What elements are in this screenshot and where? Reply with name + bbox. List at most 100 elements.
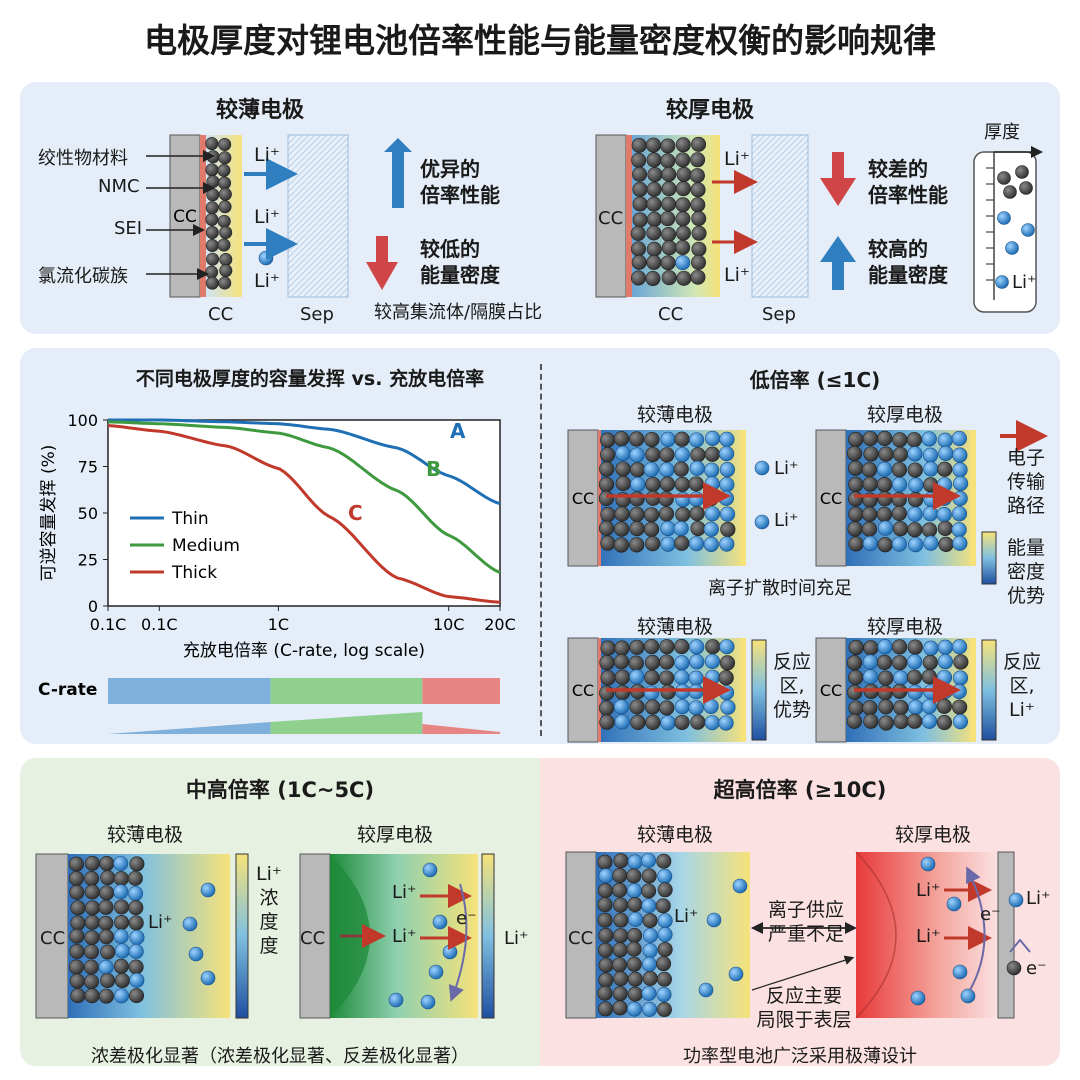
- li-ion-particle: [689, 460, 705, 476]
- li-ion-particle: [629, 447, 645, 463]
- c-rate-band-label: C-rate: [38, 680, 97, 700]
- li-ion-particle: [862, 535, 878, 552]
- active-particle: [642, 913, 658, 929]
- active-particle: [848, 639, 864, 656]
- active-particle: [676, 270, 692, 286]
- y-axis-label: 可逆容量发挥 (%): [39, 445, 59, 582]
- li-ion-particle: [952, 447, 968, 463]
- active-particle: [676, 166, 692, 182]
- active-particle: [615, 475, 631, 491]
- active-particle: [674, 638, 690, 655]
- active-particle: [643, 507, 660, 523]
- li-ion-particle: [641, 985, 657, 1001]
- li-ion-particle: [703, 684, 719, 700]
- ultra-rate-heading: 超高倍率 (≥10C): [713, 778, 887, 802]
- reaction-legend-bar: [751, 639, 767, 741]
- li-ion-particle: [643, 462, 659, 478]
- active-particle: [953, 654, 969, 670]
- active-particle: [70, 915, 86, 931]
- active-particle: [847, 521, 863, 537]
- plot-area: [107, 419, 501, 607]
- active-particle: [646, 181, 662, 197]
- li-ion-particle: [718, 685, 735, 701]
- active-particle: [68, 856, 84, 872]
- active-particle: [217, 238, 231, 252]
- active-particle: [70, 900, 86, 916]
- li-label: Li⁺: [724, 148, 750, 170]
- active-particle: [703, 490, 719, 507]
- li-ion-particle: [128, 886, 144, 902]
- li-ion-particle: [938, 445, 954, 461]
- thin-cc-label: CC: [173, 207, 197, 227]
- active-particle: [630, 270, 646, 286]
- li-ion-particle: [641, 852, 657, 868]
- active-particle: [84, 855, 100, 871]
- li-ion-particle: [630, 476, 646, 493]
- li-ion-particle: [688, 536, 705, 552]
- inset-thickness-label: 厚度: [984, 122, 1020, 143]
- active-particle: [997, 171, 1011, 185]
- cc-label: CC: [820, 681, 842, 700]
- active-particle: [611, 957, 627, 973]
- li-ion-particle: [891, 477, 908, 493]
- active-particle: [646, 254, 662, 270]
- active-particle: [675, 211, 691, 227]
- active-particle: [891, 639, 908, 655]
- active-particle: [646, 225, 662, 241]
- up-arrow-icon-2: [820, 236, 856, 290]
- li-ion-particle: [719, 461, 735, 478]
- active-particle: [646, 211, 662, 227]
- li-ion-particle: [907, 684, 923, 700]
- li-ion-particle: [113, 855, 129, 871]
- thin-down-text: 较低的能量密度: [420, 237, 500, 287]
- active-particle: [846, 713, 862, 729]
- current-collector: [299, 853, 331, 1019]
- active-particle: [1006, 960, 1022, 976]
- li-ion-particle: [719, 536, 735, 552]
- li-ion-particle: [907, 654, 923, 670]
- y-tick-label: 0: [88, 597, 98, 616]
- active-particle: [645, 137, 661, 153]
- surface-pointer: [751, 955, 855, 991]
- active-particle: [206, 150, 220, 164]
- legend-entry: Medium: [172, 536, 240, 556]
- li-ion-particle: [628, 911, 644, 927]
- li-ion-particle: [719, 639, 735, 655]
- active-particle: [626, 956, 642, 972]
- active-particle: [627, 897, 643, 913]
- active-particle: [599, 714, 615, 730]
- active-particle: [645, 699, 661, 715]
- ultra-cc-label: CC: [568, 928, 594, 949]
- li-ion-particle: [674, 447, 690, 463]
- active-particle: [877, 491, 893, 507]
- li-ion-particle: [718, 715, 734, 731]
- active-particle: [614, 506, 630, 522]
- active-particle: [597, 985, 613, 1001]
- active-particle: [644, 669, 660, 686]
- active-particle: [614, 521, 630, 537]
- surface-reaction-text: 反应主要局限于表层: [756, 985, 852, 1031]
- li-ion-particle: [660, 431, 676, 447]
- li-ion-particle: [615, 445, 631, 461]
- active-particle: [69, 884, 85, 900]
- li-ion-particle: [113, 928, 129, 944]
- active-particle: [597, 897, 613, 913]
- li-label: Li⁺: [254, 206, 280, 228]
- active-particle: [205, 213, 219, 227]
- active-particle: [632, 181, 648, 197]
- active-particle: [878, 699, 894, 715]
- li-ion-particle: [728, 966, 744, 982]
- reaction-legend-bar: [981, 639, 997, 741]
- current-collector: [815, 429, 847, 567]
- active-particle: [938, 536, 954, 553]
- active-particle: [645, 271, 661, 287]
- active-particle: [848, 476, 864, 493]
- active-particle: [645, 446, 661, 463]
- active-particle: [892, 432, 908, 448]
- li-ion-particle: [673, 520, 689, 537]
- li-ion-particle: [200, 882, 216, 898]
- active-particle: [114, 899, 130, 915]
- li-ion-particle: [674, 655, 690, 671]
- concentration-bar: [481, 853, 495, 1019]
- active-particle: [630, 225, 646, 241]
